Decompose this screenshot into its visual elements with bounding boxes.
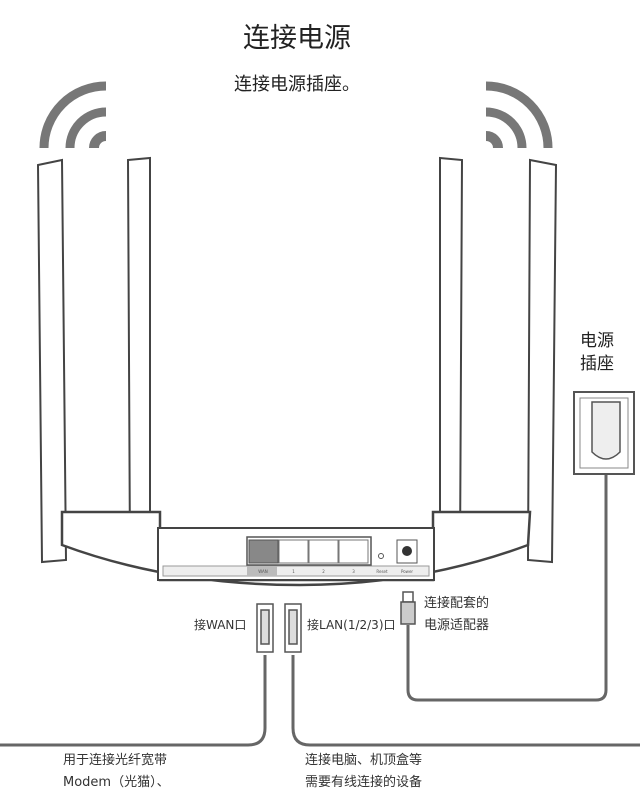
power-plug-icon — [402, 591, 414, 603]
antenna-right-inner — [439, 156, 464, 557]
lan-cable — [291, 655, 640, 747]
antenna-right-outer — [526, 158, 558, 564]
lan-description-line: 连接电脑、机顶盒等 — [305, 753, 423, 768]
socket-label-line: 电源 — [580, 331, 614, 351]
power-cable — [406, 470, 608, 702]
port-label-2: 2 — [322, 569, 325, 574]
wan-description-line: 用于连接光纤宽带 — [63, 753, 168, 768]
wifi-signal-left-icon — [39, 81, 107, 149]
wifi-signal-right-icon — [485, 81, 553, 149]
power-socket-icon — [573, 391, 635, 475]
wan-cable — [0, 655, 267, 747]
wan-description-line: Modem（光猫）、 — [63, 775, 170, 790]
wan-label: 接WAN口 — [194, 618, 247, 632]
wan-description: 用于连接光纤宽带 Modem（光猫）、 — [63, 750, 170, 794]
port-label-3: 3 — [352, 569, 355, 574]
port-label-reset: Reset — [376, 569, 388, 574]
adapter-label-line: 连接配套的 — [424, 596, 490, 611]
cables — [0, 470, 640, 747]
page-subtitle: 连接电源插座。 — [234, 74, 360, 95]
lan-label: 接LAN(1/2/3)口 — [307, 618, 396, 632]
router-body — [60, 510, 532, 587]
port-label-power: Power — [400, 569, 414, 574]
lan-description-line: 需要有线连接的设备 — [305, 775, 423, 790]
page-title: 连接电源 — [243, 23, 351, 54]
antenna-left-outer — [36, 158, 68, 564]
power-jack — [402, 546, 412, 556]
antennas — [36, 156, 558, 564]
port-label-wan: WAN — [258, 569, 268, 574]
adapter-label-line: 电源适配器 — [424, 618, 490, 633]
lan-description: 连接电脑、机顶盒等 需要有线连接的设备 — [305, 750, 422, 794]
socket-label-line: 插座 — [580, 354, 614, 374]
adapter-label: 连接配套的 电源适配器 — [424, 593, 489, 637]
wan-port — [248, 539, 279, 564]
socket-label: 电源 插座 — [580, 330, 614, 376]
lan-port-1 — [278, 539, 309, 564]
reset-button — [378, 553, 384, 559]
antenna-left-inner — [126, 156, 151, 557]
port-label-1: 1 — [292, 569, 295, 574]
plugs — [256, 591, 416, 653]
lan-port-3 — [338, 539, 369, 564]
lan-port-2 — [308, 539, 339, 564]
